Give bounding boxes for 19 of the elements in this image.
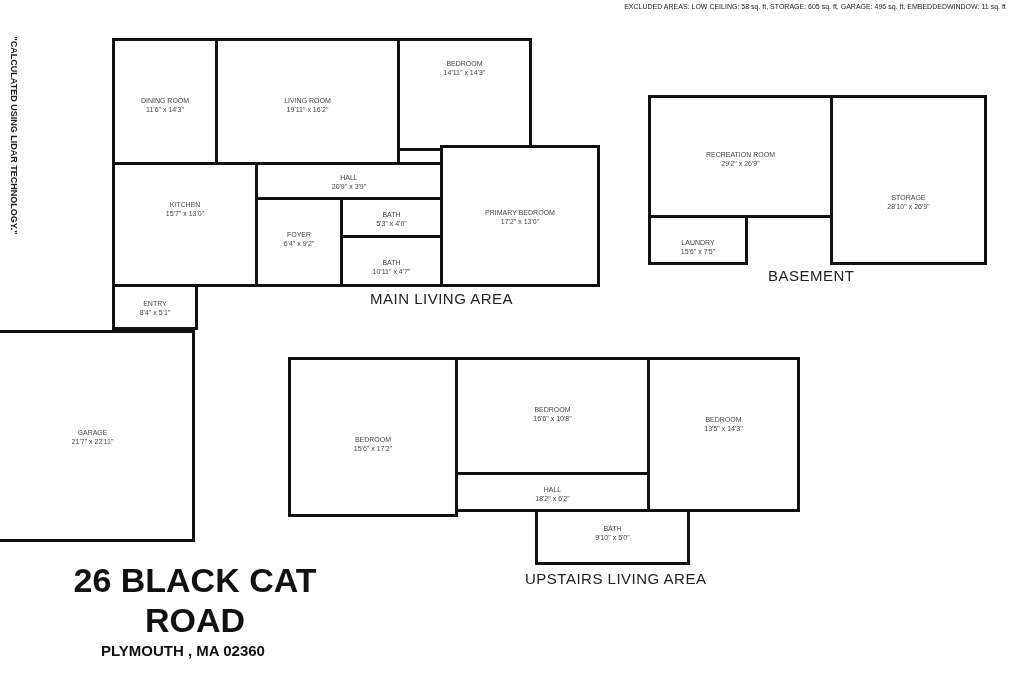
title: 26 BLACK CAT ROAD xyxy=(72,560,318,640)
room-outline xyxy=(112,284,198,330)
room-outline xyxy=(112,162,258,287)
floor-name: BASEMENT xyxy=(768,267,855,284)
measurement-note: "CALCULATED USING LIDAR TECHNOLOGY." xyxy=(7,35,19,237)
floor-name: UPSTAIRS LIVING AREA xyxy=(525,570,707,587)
room-outline xyxy=(112,38,218,165)
room-outline xyxy=(288,357,458,517)
room-outline xyxy=(830,95,987,265)
address: PLYMOUTH , MA 02360 xyxy=(100,642,266,659)
room-outline xyxy=(215,38,400,165)
room-outline xyxy=(648,215,748,265)
room-outline xyxy=(647,357,800,512)
floor-name: MAIN LIVING AREA xyxy=(370,290,514,307)
room-outline xyxy=(535,509,690,565)
room-outline xyxy=(0,330,195,542)
room-outline xyxy=(397,38,532,151)
room-outline xyxy=(440,145,600,287)
room-outline xyxy=(648,95,833,218)
